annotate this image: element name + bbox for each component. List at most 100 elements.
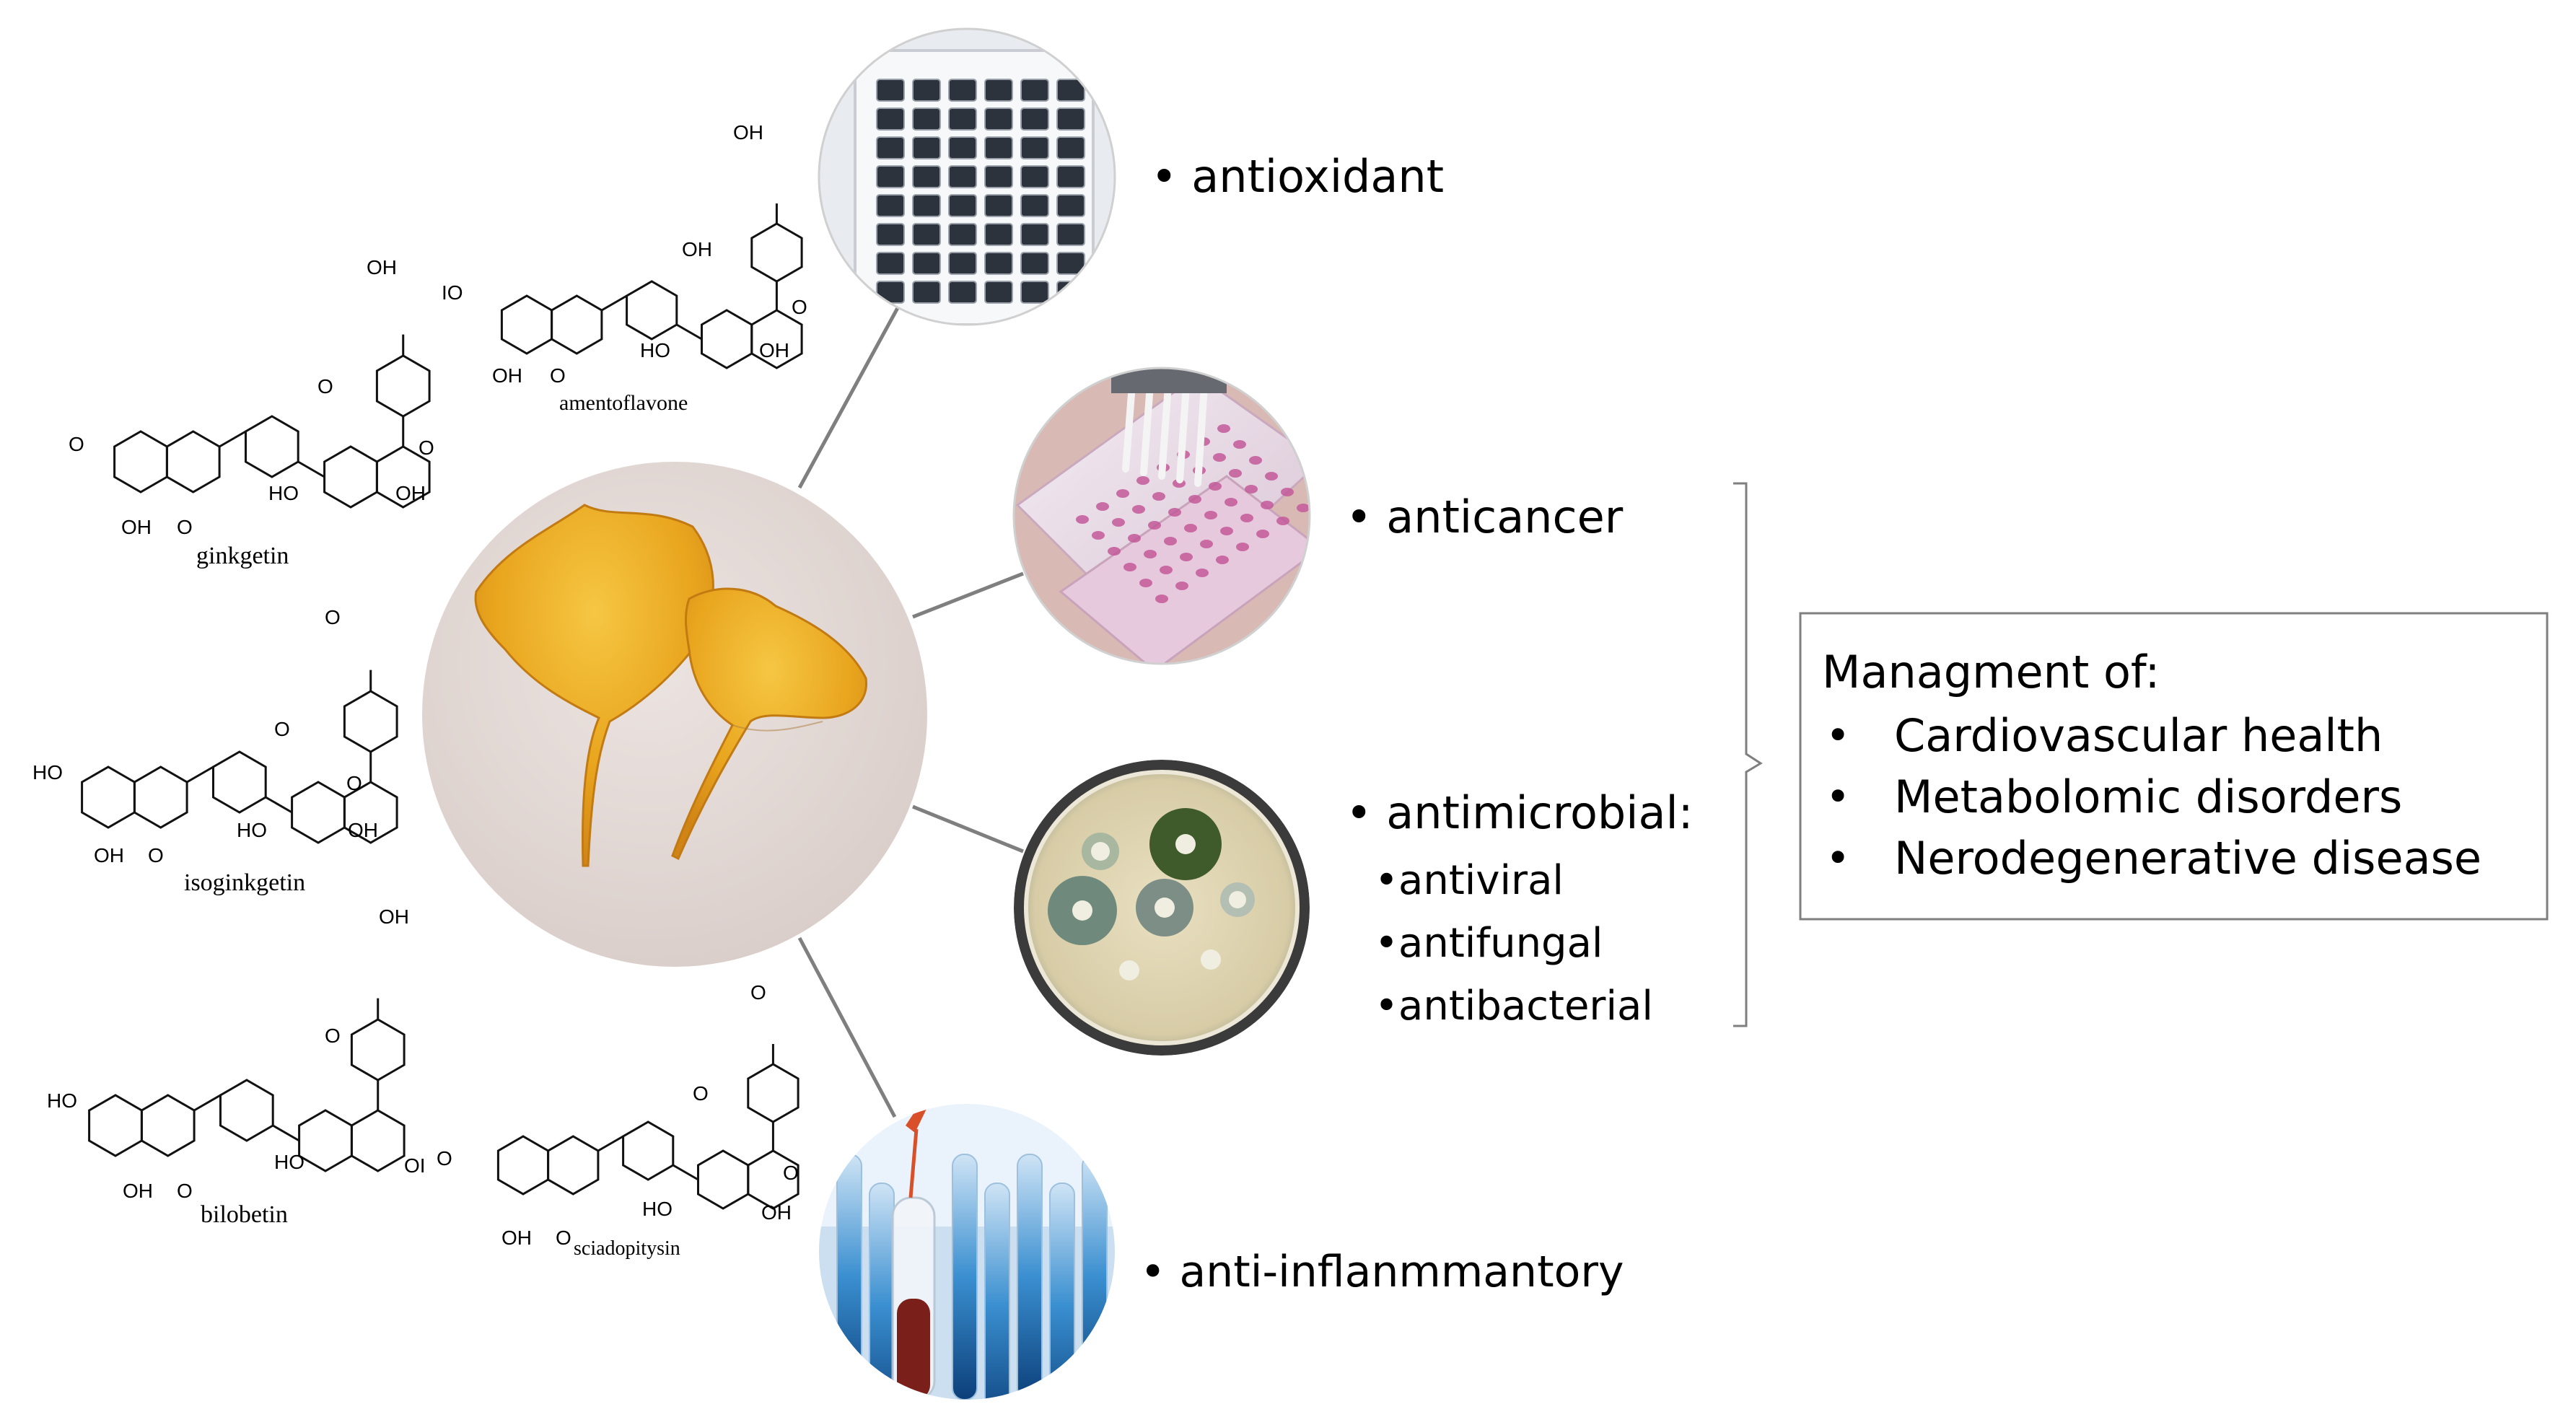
plate-well [984, 108, 1013, 131]
atom-label: O [69, 433, 84, 455]
plate-well [984, 165, 1013, 188]
test-tube [984, 1183, 1010, 1400]
compound-label-amentoflavone: amentoflavone [559, 391, 688, 415]
anticancer-image [1014, 368, 1310, 664]
management-item-2: Metabolomic disorders [1894, 771, 2403, 823]
pink-well [1256, 530, 1269, 538]
atom-label: O [325, 606, 341, 628]
plate-well [984, 223, 1013, 246]
plate-well [948, 281, 977, 304]
pink-well [1297, 504, 1310, 512]
activity-antioxidant: • antioxidant [1151, 150, 1444, 203]
plate-well [948, 79, 977, 102]
plate-well [1020, 223, 1049, 246]
plate-well [948, 194, 977, 217]
pink-well [1220, 527, 1233, 535]
pink-well [1249, 456, 1262, 465]
plate-well [912, 281, 941, 304]
atom-label: OH [759, 339, 789, 361]
ring [245, 415, 299, 478]
pink-well [1233, 440, 1246, 449]
management-title: Managment of: [1822, 646, 2160, 698]
atom-label: HO [274, 1151, 305, 1173]
atom-label: OH [379, 905, 409, 928]
plate-well [948, 165, 977, 188]
pink-well [1112, 518, 1125, 527]
atom-label: OH [733, 121, 763, 144]
plate-well [876, 79, 905, 102]
antiinflammatory-image [819, 1104, 1115, 1400]
ring [133, 765, 188, 829]
pink-well [1196, 569, 1209, 577]
activity-anticancer: • anticancer [1346, 491, 1624, 543]
bond [193, 1094, 222, 1112]
plate-well [1020, 252, 1049, 275]
atom-label: O [783, 1162, 799, 1184]
pink-well [1204, 511, 1217, 519]
pink-well [1123, 563, 1136, 571]
activity-antiinflammatory: • anti-inflanmmantory [1140, 1247, 1624, 1297]
plate-well [876, 165, 905, 188]
plate-well [1056, 165, 1085, 188]
atom-label: O [437, 1147, 452, 1170]
pink-well [1136, 476, 1149, 485]
plate-well [1056, 281, 1085, 304]
test-tube [869, 1183, 895, 1400]
plate-well [1056, 194, 1085, 217]
plate-well [1020, 194, 1049, 217]
ring [496, 1135, 550, 1196]
atom-label: OH [501, 1227, 532, 1249]
ring [697, 1149, 750, 1210]
ring [375, 445, 431, 509]
pink-well [1096, 502, 1109, 511]
plate-well [1056, 223, 1085, 246]
pink-well [1184, 524, 1197, 532]
ring [701, 309, 753, 369]
atom-label: O [317, 375, 333, 398]
plate-well [948, 252, 977, 275]
test-tube [1082, 1154, 1108, 1400]
pink-well [1240, 514, 1253, 522]
bond [272, 1124, 300, 1142]
ring [343, 781, 398, 844]
atom-label: OH [492, 364, 522, 387]
pink-well [1236, 543, 1249, 551]
ring [88, 1094, 143, 1157]
plate-well [984, 194, 1013, 217]
plate-well [984, 252, 1013, 275]
test-tube [1049, 1183, 1075, 1400]
activity-antifungal: •antifungal [1375, 920, 1603, 967]
atom-label: O [750, 981, 766, 1004]
activity-antibacterial: •antibacterial [1375, 983, 1653, 1030]
atom-label: OH [682, 238, 712, 260]
pink-well [1245, 485, 1258, 493]
ring [350, 1018, 406, 1082]
ring [551, 294, 603, 355]
bond [673, 1164, 699, 1181]
pink-well [1213, 453, 1226, 462]
plate-well [1056, 79, 1085, 102]
bond [186, 765, 214, 784]
plate-well [912, 165, 941, 188]
plate-well [876, 223, 905, 246]
pink-well [1148, 521, 1161, 530]
plate-well [876, 281, 905, 304]
plate-well [1020, 79, 1049, 102]
pink-well [1175, 582, 1188, 590]
pink-well [1216, 556, 1229, 564]
pink-well [1164, 537, 1177, 545]
plate-well [1056, 136, 1085, 159]
management-box [1799, 612, 2549, 921]
plate-well [912, 79, 941, 102]
atom-label: OH [121, 516, 152, 538]
ring [323, 445, 378, 509]
ring [81, 765, 136, 829]
pink-well [1155, 595, 1168, 603]
atom-label: O [693, 1082, 709, 1105]
ring [747, 1063, 799, 1123]
atom-label: O [148, 844, 164, 867]
pink-well [1144, 550, 1157, 558]
atom-label: HO [268, 482, 299, 504]
pink-well [1265, 472, 1278, 481]
